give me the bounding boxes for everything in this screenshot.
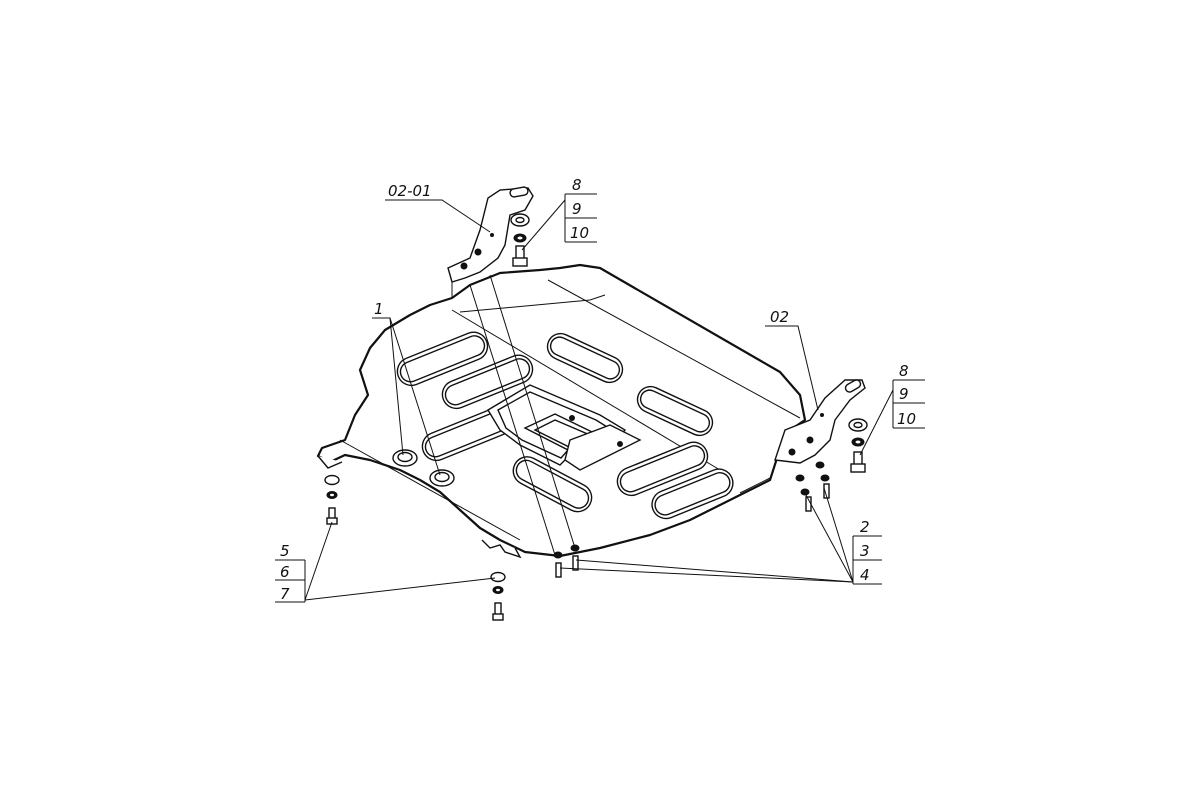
fastener-stack-top-right: [848, 418, 868, 473]
label-02-01: 02-01: [388, 182, 432, 200]
label-2: 2: [860, 518, 870, 536]
fastener-stack-top-left: [510, 213, 530, 267]
label-10-top: 10: [570, 224, 589, 242]
label-6: 6: [280, 563, 290, 581]
label-4: 4: [860, 566, 870, 584]
bracket-right: [774, 379, 866, 464]
label-02: 02: [770, 308, 789, 326]
label-5: 5: [280, 542, 290, 560]
fastener-stack-bottom-right: [553, 461, 830, 578]
skid-plate: [316, 263, 807, 559]
label-8-right: 8: [899, 362, 909, 380]
label-10-right: 10: [897, 410, 916, 428]
leader-lines: [275, 193, 925, 603]
label-8-top: 8: [572, 176, 582, 194]
fastener-stack-bottom-left: [324, 474, 340, 525]
label-3: 3: [860, 542, 870, 560]
label-1: 1: [374, 300, 384, 318]
bracket-left: [447, 186, 534, 298]
washer-mount-left: [392, 449, 418, 467]
washer-mount-center: [429, 469, 455, 487]
fastener-stack-bottom-center: [490, 571, 506, 621]
label-7: 7: [280, 585, 290, 603]
label-9-right: 9: [899, 385, 909, 403]
label-9-top: 9: [572, 200, 582, 218]
